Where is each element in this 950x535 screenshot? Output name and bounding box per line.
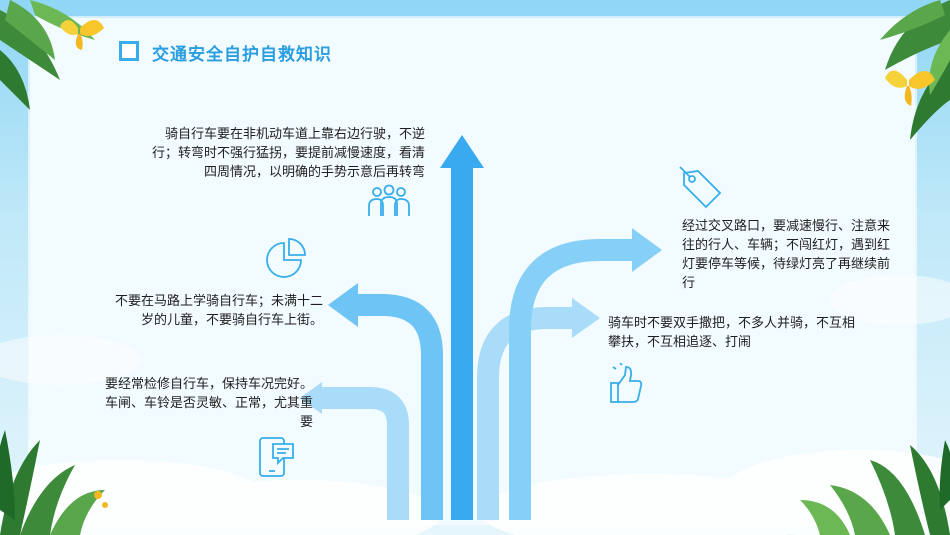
arrow-graphic	[300, 135, 662, 520]
tip-text-learning-age: 不要在马路上学骑自行车；未满十二岁的儿童，不要骑自行车上街。	[114, 294, 323, 328]
butterfly-decoration	[885, 70, 935, 106]
title-square-icon	[119, 41, 139, 61]
tip-text-maintenance: 要经常检修自行车，保持车况完好。车闸、车铃是否灵敏、正常，尤其重要	[104, 377, 313, 430]
plant-decoration-bottom-left	[0, 430, 108, 535]
page-title: 交通安全自护自救知识	[152, 45, 332, 65]
plant-decoration-bottom-right	[800, 440, 950, 535]
butterfly-decoration	[60, 19, 104, 50]
cloud-decoration	[0, 275, 950, 535]
people-icon	[364, 184, 414, 218]
leaf-decoration-top-left	[0, 0, 95, 110]
pie-chart-icon	[264, 237, 308, 281]
phone-message-icon	[257, 435, 297, 479]
tag-icon	[678, 165, 724, 211]
thumbs-up-icon	[608, 363, 644, 405]
tip-text-riding-rules: 骑车时不要双手撒把，不多人并骑，不互相攀扶，不互相追逐、打闹	[608, 316, 856, 350]
tip-text-bicycle-lane: 骑自行车要在非机动车道上靠右边行驶，不逆行；转弯时不强行猛拐，要提前减慢速度，看…	[151, 127, 425, 180]
leaf-decoration-top-right	[880, 0, 950, 140]
tip-text-intersection: 经过交叉路口，要减速慢行、注意来往的行人、车辆；不闯红灯，遇到红灯要停车等候，待…	[682, 219, 891, 291]
